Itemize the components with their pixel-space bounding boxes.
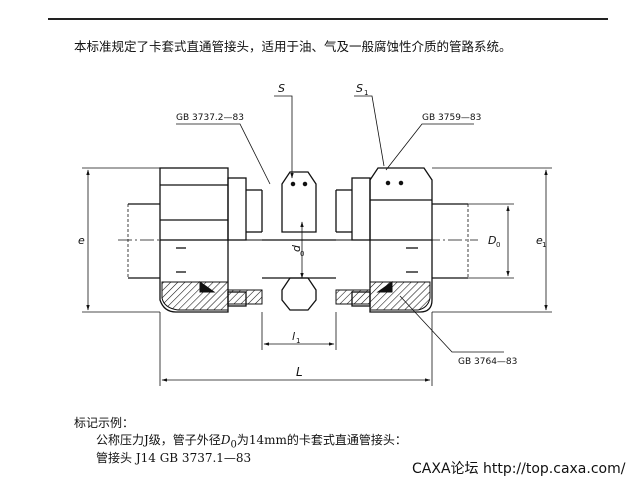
right-pipe bbox=[432, 203, 469, 279]
dim-d0-sub: 0 bbox=[300, 250, 304, 258]
left-pipe bbox=[127, 203, 160, 279]
label-S1: S bbox=[356, 82, 363, 95]
dim-l1-label: l bbox=[292, 330, 295, 343]
dim-e-label: e bbox=[78, 234, 85, 247]
right-ferrule bbox=[335, 177, 371, 307]
marking-line1-var-sub: 0 bbox=[230, 439, 237, 451]
section-hatching bbox=[161, 281, 431, 311]
left-ferrule bbox=[227, 177, 263, 307]
dim-e1-sub: 1 bbox=[542, 241, 546, 249]
marking-example-line2: 管接头 J14 GB 3737.1—83 bbox=[96, 451, 252, 465]
dim-D0-sub: 0 bbox=[496, 241, 500, 249]
marking-example-title: 标记示例： bbox=[74, 416, 135, 430]
dim-D0-label: D bbox=[488, 234, 496, 247]
dim-d0-label: d bbox=[290, 244, 303, 252]
marking-line1-prefix: 公称压力J级，管子外径 bbox=[96, 433, 221, 447]
label-S: S bbox=[278, 82, 285, 95]
dim-e1-label: e bbox=[536, 234, 543, 247]
intro-paragraph: 本标准规定了卡套式直通管接头，适用于油、气及一般腐蚀性介质的管路系统。 bbox=[74, 39, 512, 54]
callout-gb3737-2: GB 3737.2—83 bbox=[176, 113, 244, 123]
marking-line1-suffix: 为14mm的卡套式直通管接头： bbox=[236, 433, 407, 447]
dim-L-label: L bbox=[296, 365, 303, 379]
marking-line1-var: D bbox=[220, 433, 231, 447]
callout-gb3764: GB 3764—83 bbox=[458, 357, 517, 367]
label-S1-sub: 1 bbox=[364, 89, 368, 97]
callout-gb3759: GB 3759—83 bbox=[422, 113, 481, 123]
watermark: CAXA论坛 http://top.caxa.com/ bbox=[412, 461, 626, 477]
dim-l1-sub: 1 bbox=[296, 337, 300, 345]
body-hex bbox=[262, 171, 336, 311]
marking-example-line1: 公称压力J级，管子外径D0为14mm的卡套式直通管接头： bbox=[96, 431, 407, 450]
top-rule bbox=[48, 18, 608, 20]
